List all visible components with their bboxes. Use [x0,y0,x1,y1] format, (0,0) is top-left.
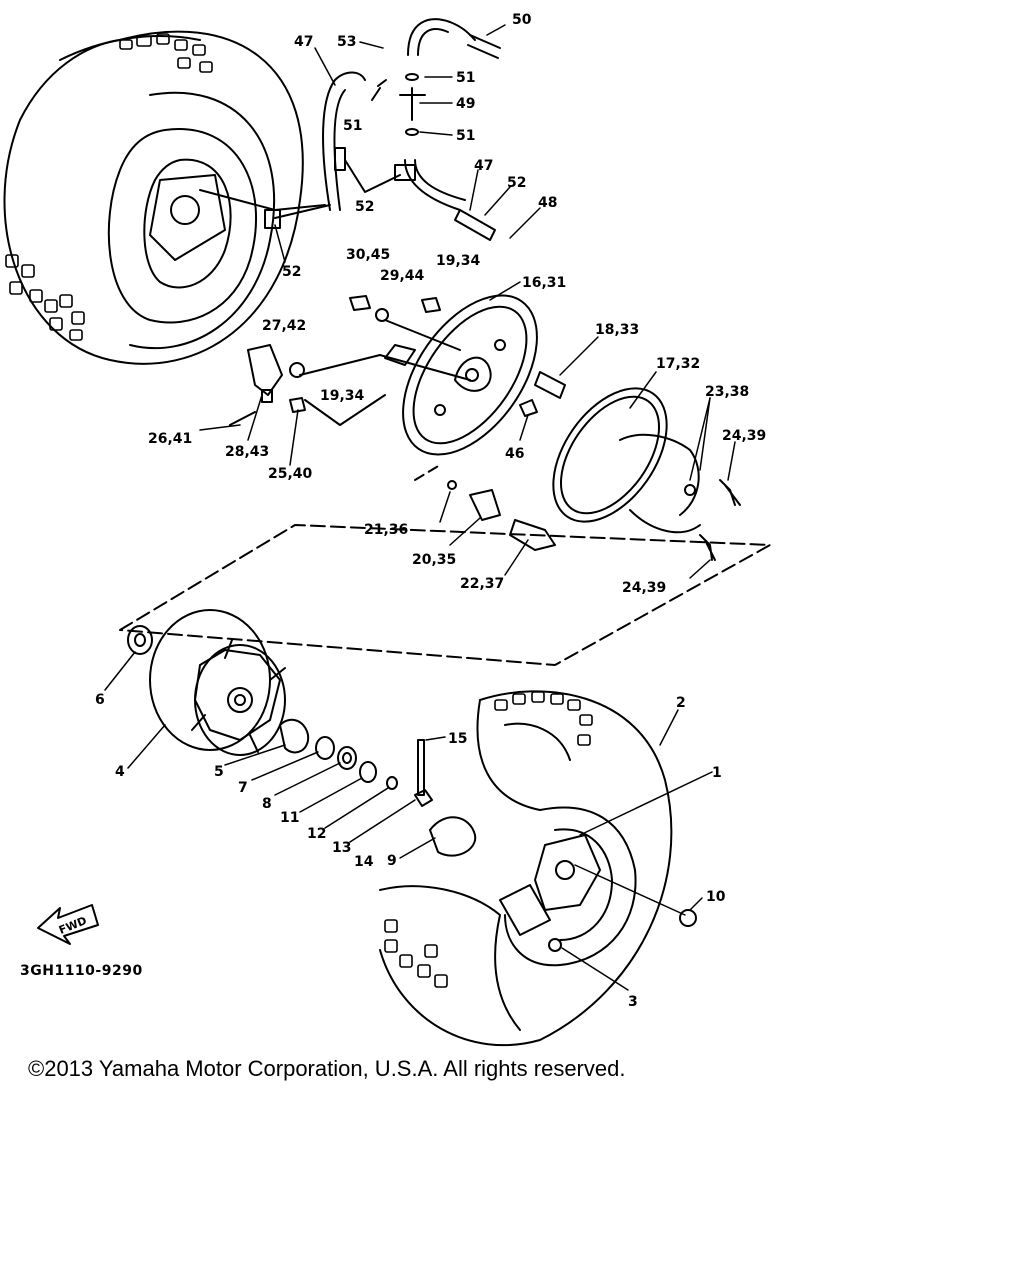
callout: 14 [354,854,374,870]
tire-tread-blocks [5,33,213,341]
callout: 18,33 [595,322,639,338]
callout: 19,34 [320,388,365,404]
callout: 51 [343,118,362,134]
callout: 8 [262,796,272,812]
callout: 52 [355,199,374,215]
callout: 7 [238,780,248,796]
callout: 50 [512,12,532,28]
callout-labels: 50 47 53 51 49 51 51 47 52 52 48 52 30,4… [95,12,766,1010]
callout: 22,37 [460,576,504,592]
callout: 51 [456,128,475,144]
callout: 5 [214,764,224,780]
brake-hoses [264,18,501,241]
callout: 27,42 [262,318,306,334]
callout: 13 [332,840,351,856]
callout: 4 [115,764,125,780]
lower-tire-assembly [379,690,697,1047]
callout: 52 [507,175,526,191]
brake-drum-and-shoes [447,387,741,561]
callout: 30,45 [346,247,390,263]
callout: 29,44 [380,268,425,284]
callout: 48 [538,195,557,211]
upper-tire-assembly [3,30,326,365]
callout: 24,39 [722,428,766,444]
brake-backing-plate [229,294,566,456]
callout: 51 [456,70,475,86]
callout: 16,31 [522,275,566,291]
callout: 11 [280,810,299,826]
callout: 26,41 [148,431,192,447]
callout: 53 [337,34,356,50]
callout: 12 [307,826,326,842]
callout: 10 [706,889,726,905]
callout: 15 [448,731,467,747]
diagram-code: 3GH1110-9290 [20,963,143,979]
copyright-notice: ©2013 Yamaha Motor Corporation, U.S.A. A… [28,1056,626,1081]
callout: 9 [387,853,397,869]
callout: 20,35 [412,552,456,568]
callout: 47 [294,34,313,50]
callout: 1 [712,765,722,781]
callout: 24,39 [622,580,666,596]
callout: 6 [95,692,105,708]
lower-tire-tread-blocks [384,691,593,988]
callout: 49 [456,96,475,112]
wheel-hub-assembly [127,609,477,857]
leader-lines [104,24,736,991]
callout: 2 [676,695,686,711]
callout: 25,40 [268,466,313,482]
callout: 23,38 [705,384,749,400]
callout: 46 [505,446,524,462]
fwd-arrow-icon [37,904,99,945]
callout: 52 [282,264,301,280]
parts-diagram: FWD 50 47 53 51 49 51 51 47 52 52 48 52 … [3,12,771,1047]
callout: 19,34 [436,253,481,269]
callout: 47 [474,158,493,174]
callout: 17,32 [656,356,700,372]
callout: 28,43 [225,444,269,460]
callout: 21,36 [364,522,408,538]
callout: 3 [628,994,638,1010]
assembly-outlines [119,464,771,666]
